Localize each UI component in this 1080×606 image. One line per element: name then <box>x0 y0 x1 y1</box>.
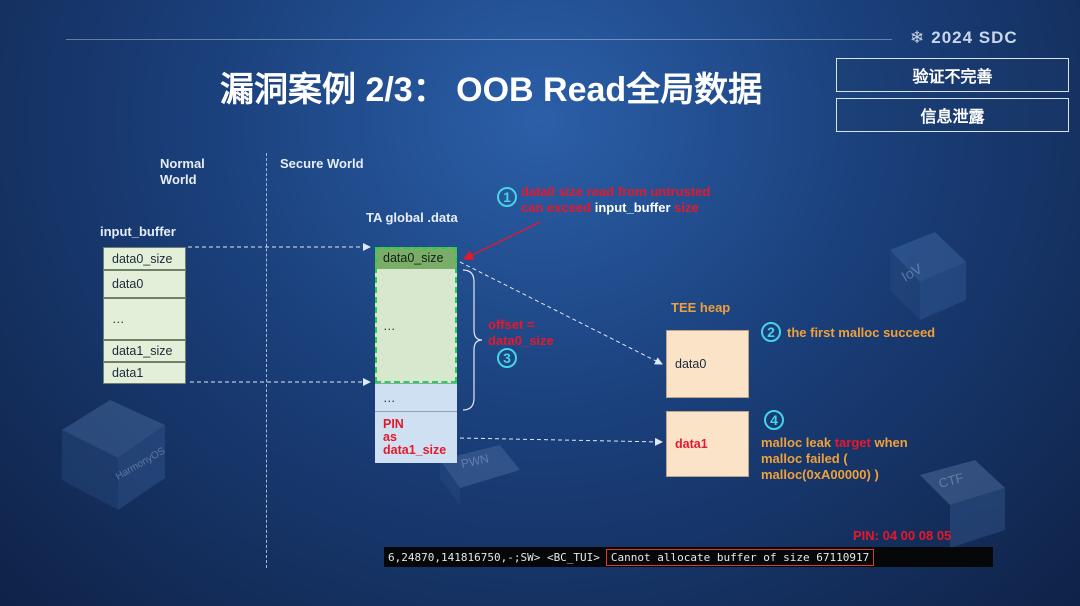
step3-badge: 3 <box>497 348 517 368</box>
arrow-step1-pointer <box>464 222 540 259</box>
step2-badge: 2 <box>761 322 781 342</box>
step1-line1: data0 size read from untrusted <box>521 184 710 199</box>
step1-text-a: can exceed <box>521 200 595 215</box>
arrow-ta-to-heap-data0 <box>460 262 662 364</box>
step3-line2: data0_size <box>488 333 554 348</box>
step4-line1: malloc leak target when <box>761 435 908 450</box>
terminal-output: 6,24870,141816750,-;SW> <BC_TUI> Cannot … <box>384 547 993 567</box>
step4-line2: malloc failed ( <box>761 451 848 466</box>
arrow-pin-to-heap-data1 <box>460 438 662 442</box>
terminal-error: Cannot allocate buffer of size 67110917 <box>606 549 874 566</box>
step4-line3: malloc(0xA00000) ) <box>761 467 879 482</box>
pin-value: PIN: 04 00 08 05 <box>853 528 951 543</box>
step1-text-c: size <box>671 200 699 215</box>
step4-badge: 4 <box>764 410 784 430</box>
offset-brace <box>463 270 482 410</box>
step4-text-c: when <box>871 435 908 450</box>
step1-text-b: input_buffer <box>595 200 671 215</box>
step4-text-a: malloc leak <box>761 435 835 450</box>
step3-line1: offset = <box>488 317 535 332</box>
terminal-prefix: 6,24870,141816750,-;SW> <BC_TUI> <box>388 551 600 564</box>
step4-text-b: target <box>835 435 871 450</box>
step1-badge: 1 <box>497 187 517 207</box>
step1-line2: can exceed input_buffer size <box>521 200 699 215</box>
step2-text: the first malloc succeed <box>787 325 935 340</box>
